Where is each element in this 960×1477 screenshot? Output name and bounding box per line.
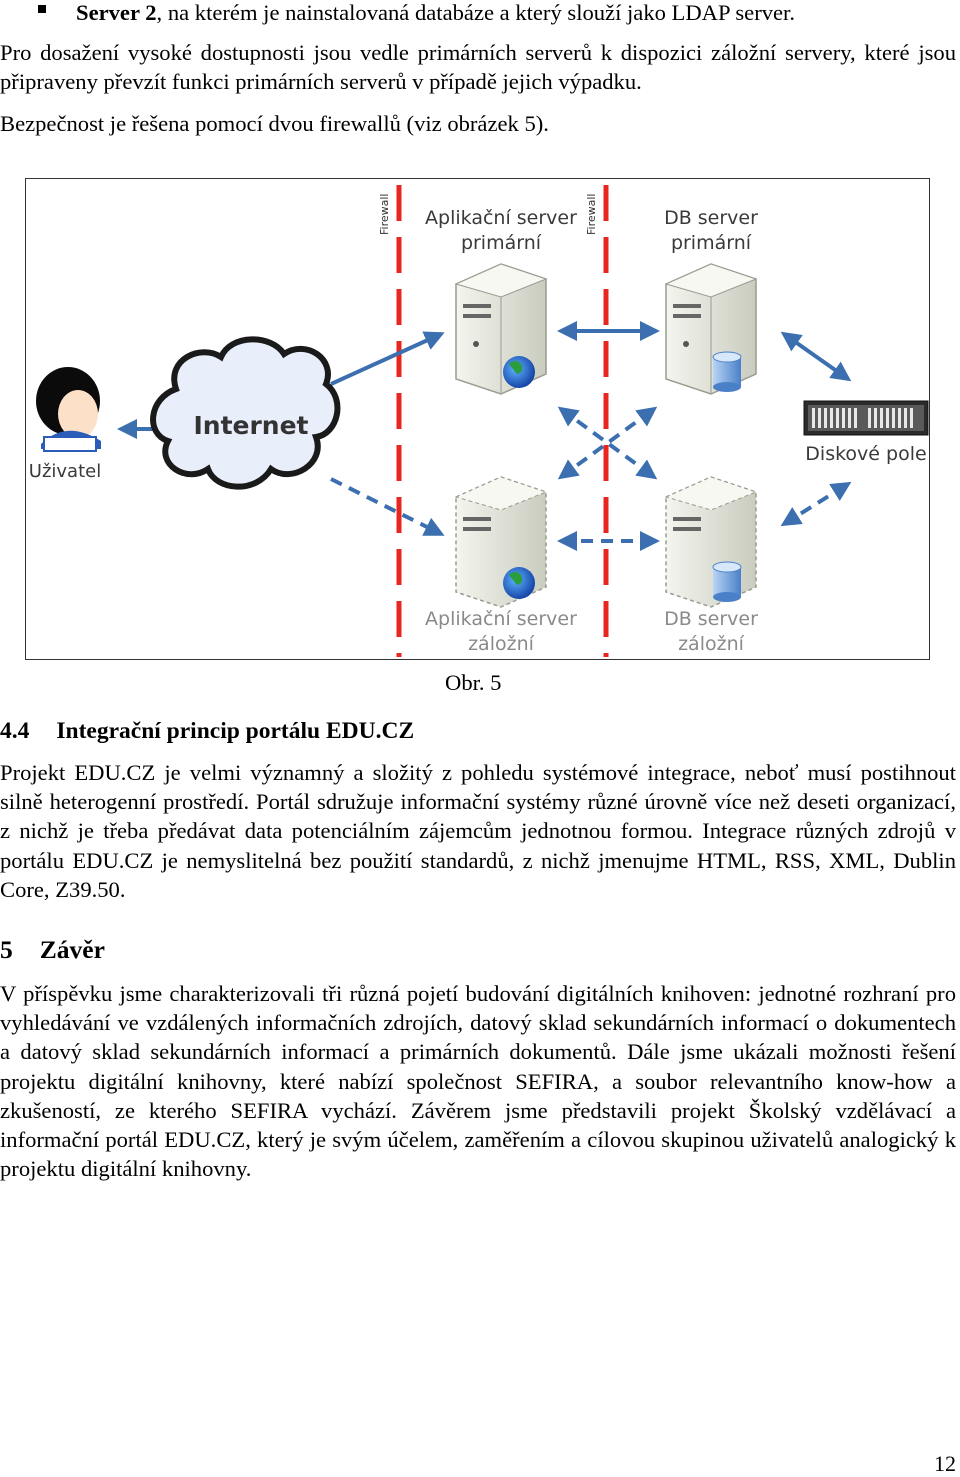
section-5-title: Závěr (39, 935, 105, 964)
db-server-backup-label-line2: záložní (678, 633, 744, 655)
section-4-4-number: 4.4 (0, 718, 30, 744)
user-icon (36, 367, 101, 452)
figure-caption: Obr. 5 (445, 670, 502, 695)
internet-label: Internet (193, 411, 309, 440)
section-5-number: 5 (0, 935, 13, 964)
app-server-primary-label-line2: primární (460, 232, 542, 254)
db-server-primary-icon (664, 263, 758, 395)
firewall-1-label: Firewall (378, 193, 391, 235)
db-server-primary-label: DB server primární (641, 206, 781, 256)
db-server-backup-label: DB server záložní (641, 607, 781, 657)
section-5-heading: 5 Závěr (0, 934, 105, 966)
arrow-db-primary-disk (780, 331, 852, 382)
db-server-backup-label-line1: DB server (664, 608, 758, 630)
app-server-primary-label-line1: Aplikační server (425, 207, 577, 229)
disk-array-label: Diskové pole (805, 443, 927, 465)
internet-cloud-icon (150, 336, 341, 490)
app-server-backup-label: Aplikační server záložní (421, 607, 581, 657)
connection-arrows (117, 321, 852, 551)
section-5-body: V příspěvku jsme charakterizovali tři rů… (0, 981, 956, 1182)
bullet-bold-term: Server 2 (76, 0, 157, 25)
architecture-figure: Firewall Firewall Aplikační server primá… (25, 178, 930, 660)
section-4-4-body: Projekt EDU.CZ je velmi významný a složi… (0, 760, 956, 902)
app-server-primary-label: Aplikační server primární (421, 206, 581, 256)
db-server-primary-label-line1: DB server (664, 207, 758, 229)
db-server-backup-icon (664, 476, 758, 608)
app-server-primary-icon (454, 263, 548, 395)
bullet-marker (38, 5, 46, 13)
app-server-backup-label-line2: záložní (468, 633, 534, 655)
arrow-db-backup-disk (780, 481, 852, 527)
user-label: Uživatel (28, 461, 102, 482)
paragraph-availability: Pro dosažení vysoké dostupnosti jsou ved… (0, 40, 956, 95)
app-server-backup-label-line1: Aplikační server (425, 608, 577, 630)
app-server-backup-icon (454, 476, 548, 608)
db-server-primary-label-line2: primární (670, 232, 752, 254)
paragraph-security: Bezpečnost je řešena pomocí dvou firewal… (0, 111, 549, 136)
section-4-4-heading: 4.4 Integrační princip portálu EDU.CZ (0, 716, 414, 746)
arrow-internet-app-backup (330, 477, 445, 536)
bullet-server-2: Server 2, na kterém je nainstalovaná dat… (76, 0, 960, 27)
firewall-2-label: Firewall (585, 193, 598, 235)
architecture-diagram (36, 185, 929, 657)
disk-array-icon (803, 400, 929, 436)
arrow-internet-app-primary (330, 331, 445, 386)
section-4-4-title: Integrační princip portálu EDU.CZ (56, 718, 415, 744)
page-number: 12 (934, 1451, 956, 1476)
bullet-text: , na kterém je nainstalovaná databáze a … (156, 0, 795, 25)
